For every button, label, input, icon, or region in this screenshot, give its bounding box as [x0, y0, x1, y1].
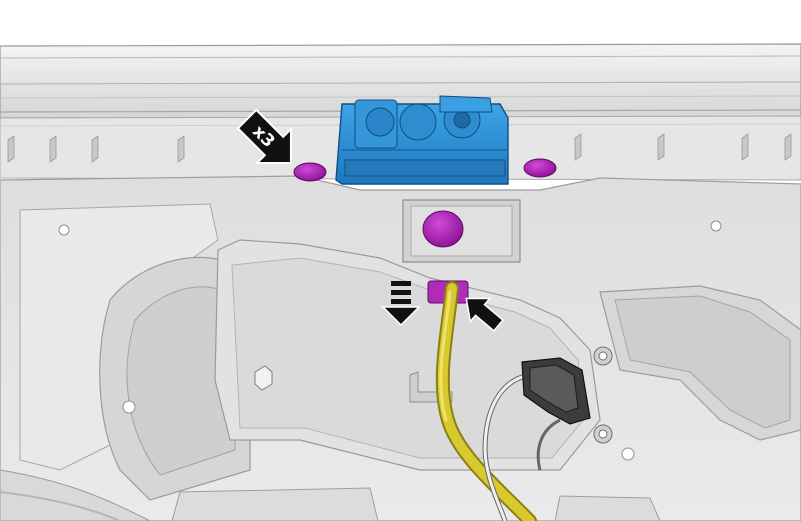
- blue-bracket: [335, 95, 509, 185]
- door-panel: [0, 175, 801, 521]
- fastener: [293, 162, 327, 182]
- bolt: [593, 424, 613, 444]
- yellow-cable: [435, 281, 537, 521]
- bolt: [593, 346, 613, 366]
- wire-connector: [521, 357, 591, 425]
- dashed-arrow-down-icon: [381, 281, 421, 327]
- fastener: [422, 210, 464, 248]
- quantity-callout: x3: [236, 108, 292, 164]
- wire-harness: [482, 372, 561, 521]
- fastener: [523, 158, 557, 178]
- arrow-icon: [465, 297, 504, 332]
- arrow-icon: x3: [236, 108, 292, 164]
